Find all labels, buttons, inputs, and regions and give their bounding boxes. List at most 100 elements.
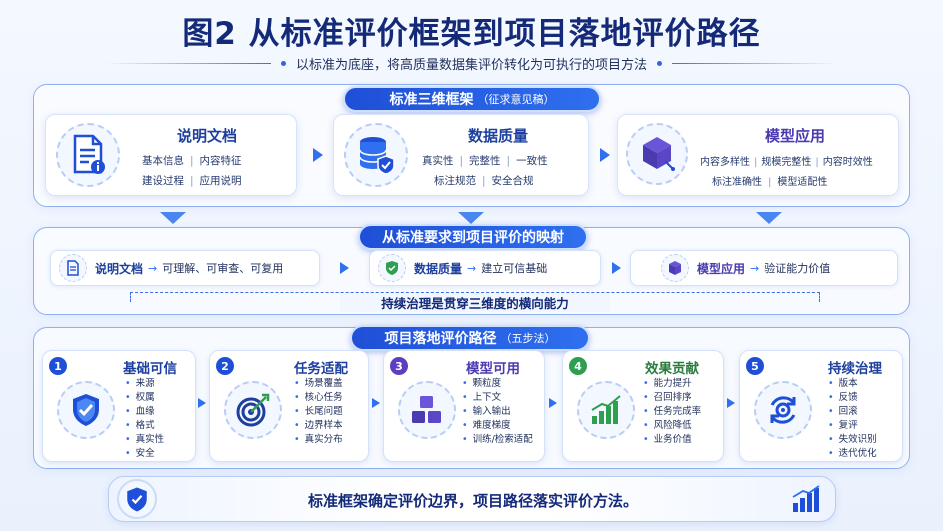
framework-card-title: 说明文档 <box>176 127 237 145</box>
page-title: 图2 从标准评价框架到项目落地评价路径 <box>182 16 761 52</box>
step-list: 颗粒度 上下文 输入输出 难度梯度 训练/检索适配 <box>462 377 533 447</box>
mapping-text: 建立可信基础 <box>481 262 548 275</box>
shield-check-icon <box>117 479 157 519</box>
arrow-right-icon <box>600 148 610 162</box>
step-list: 场景覆盖 核心任务 长尾问题 边界样本 真实分布 <box>294 377 343 447</box>
list-item: 来源 <box>125 377 164 391</box>
mapping-label: 模型应用 <box>697 261 746 276</box>
step-title: 基础可信 <box>123 361 177 377</box>
step-title: 持续治理 <box>828 361 882 377</box>
mapping-item-quality: 数据质量 → 建立可信基础 <box>369 250 601 286</box>
document-info-icon <box>56 123 120 187</box>
framework-card-tags: 基本信息|内容特征 <box>142 155 242 167</box>
tag: 标注准确性 <box>712 177 762 188</box>
list-item: 业务价值 <box>643 433 701 447</box>
step-card-4: 4 效果贡献 能力提升 召回排序 任务完成率 风险降低 业务价值 <box>562 350 724 462</box>
cube-icon <box>626 123 688 185</box>
tag: 内容特征 <box>199 155 242 167</box>
tag: 模型适配性 <box>777 177 828 188</box>
subtitle-row: 以标准为底座，将高质量数据集评价转化为可执行的项目方法 <box>0 54 943 73</box>
mapping-pill: 从标准要求到项目评价的映射 <box>358 224 588 250</box>
arrow-right-icon <box>198 398 206 408</box>
mapping-item-model: 模型应用 → 验证能力价值 <box>630 250 898 286</box>
divider <box>672 63 837 64</box>
tag: 真实性 <box>422 155 454 167</box>
list-item: 血缘 <box>125 405 164 419</box>
arrow-right-icon <box>612 262 621 274</box>
mapping-text: 验证能力价值 <box>764 262 831 275</box>
list-item: 反馈 <box>828 391 877 405</box>
cycle-gear-icon <box>754 381 812 439</box>
list-item: 上下文 <box>462 391 533 405</box>
framework-card-model: 模型应用 内容多样性|规模完整性|内容时效性 标注准确性|模型适配性 <box>617 114 899 196</box>
framework-pill-note: （征求意见稿） <box>477 93 555 106</box>
arrow-text: → <box>467 261 477 275</box>
tag: 基本信息 <box>142 155 184 167</box>
list-item: 真实性 <box>125 433 165 447</box>
step-card-3: 3 模型可用 颗粒度 上下文 输入输出 难度梯度 训练/检索适配 <box>383 350 545 462</box>
governance-note: 持续治理是贯穿三维度的横向能力 <box>340 293 610 312</box>
arrow-down-icon <box>160 212 186 224</box>
dot-icon <box>657 61 662 66</box>
page-subtitle: 以标准为底座，将高质量数据集评价转化为可执行的项目方法 <box>295 58 647 73</box>
step-number: 2 <box>216 357 234 375</box>
framework-card-tags: 标注准确性|模型适配性 <box>712 177 828 188</box>
step-title: 任务适配 <box>294 361 348 377</box>
list-item: 真实分布 <box>294 433 343 447</box>
tag: 标注规范 <box>434 175 476 187</box>
tag: 一致性 <box>516 155 548 167</box>
framework-card-tags: 内容多样性|规模完整性|内容时效性 <box>700 157 873 168</box>
list-item: 能力提升 <box>643 377 701 391</box>
shield-check-icon <box>57 381 115 439</box>
list-item: 回滚 <box>828 405 877 419</box>
tag: 内容时效性 <box>822 157 873 168</box>
arrow-right-icon <box>372 398 380 408</box>
arrow-right-icon <box>340 262 349 274</box>
database-shield-icon <box>344 123 408 187</box>
arrow-right-icon <box>727 398 735 408</box>
divider <box>105 63 271 64</box>
framework-card-tags: 标注规范|安全合规 <box>434 175 534 187</box>
mapping-label: 数据质量 <box>414 261 463 276</box>
list-item: 召回排序 <box>643 391 701 405</box>
list-item: 版本 <box>828 377 877 391</box>
footer-text: 标准框架确定评价边界，项目路径落实评价方法。 <box>307 492 638 510</box>
cubes-icon <box>398 381 456 439</box>
framework-pill-label: 标准三维框架 <box>389 92 474 108</box>
list-item: 风险降低 <box>643 419 701 433</box>
step-number: 1 <box>49 357 67 375</box>
tag: 完整性 <box>469 155 501 167</box>
mapping-text: 可理解、可审查、可复用 <box>162 262 284 275</box>
mapping-item-docs: 说明文档 → 可理解、可审查、可复用 <box>50 250 320 286</box>
list-item: 难度梯度 <box>462 419 533 433</box>
tag: 规模完整性 <box>761 157 812 168</box>
tag: 应用说明 <box>199 175 242 187</box>
arrow-text: → <box>750 261 760 275</box>
framework-card-title: 数据质量 <box>467 127 528 145</box>
path-pill-note: （五步法） <box>500 332 556 345</box>
list-item: 颗粒度 <box>462 377 533 391</box>
step-card-2: 2 任务适配 场景覆盖 核心任务 长尾问题 边界样本 真实分布 <box>209 350 369 462</box>
mapping-pill-label: 从标准要求到项目评价的映射 <box>382 230 564 246</box>
list-item: 边界样本 <box>294 419 343 433</box>
step-list: 版本 反馈 回滚 复评 失效识别 迭代优化 <box>828 377 877 461</box>
arrow-right-icon <box>313 148 323 162</box>
list-item: 失效识别 <box>828 433 877 447</box>
framework-card-quality: 数据质量 真实性|完整性|一致性 标注规范|安全合规 <box>333 114 589 196</box>
list-item: 安全 <box>125 447 164 461</box>
list-item: 训练/检索适配 <box>462 433 533 447</box>
list-item: 长尾问题 <box>294 405 343 419</box>
shield-check-icon <box>378 254 406 282</box>
governance-connector <box>130 292 820 302</box>
step-number: 4 <box>569 357 587 375</box>
document-icon <box>59 254 87 282</box>
list-item: 格式 <box>125 419 164 433</box>
arrow-down-icon <box>756 212 782 224</box>
path-pill: 项目落地评价路径 （五步法） <box>350 325 590 351</box>
step-number: 5 <box>746 357 764 375</box>
framework-card-title: 模型应用 <box>764 127 825 145</box>
step-title: 效果贡献 <box>645 361 699 377</box>
list-item: 核心任务 <box>294 391 343 405</box>
step-title: 模型可用 <box>466 361 520 377</box>
step-card-5: 5 持续治理 版本 反馈 回滚 复评 失效识别 迭代优化 <box>739 350 903 462</box>
